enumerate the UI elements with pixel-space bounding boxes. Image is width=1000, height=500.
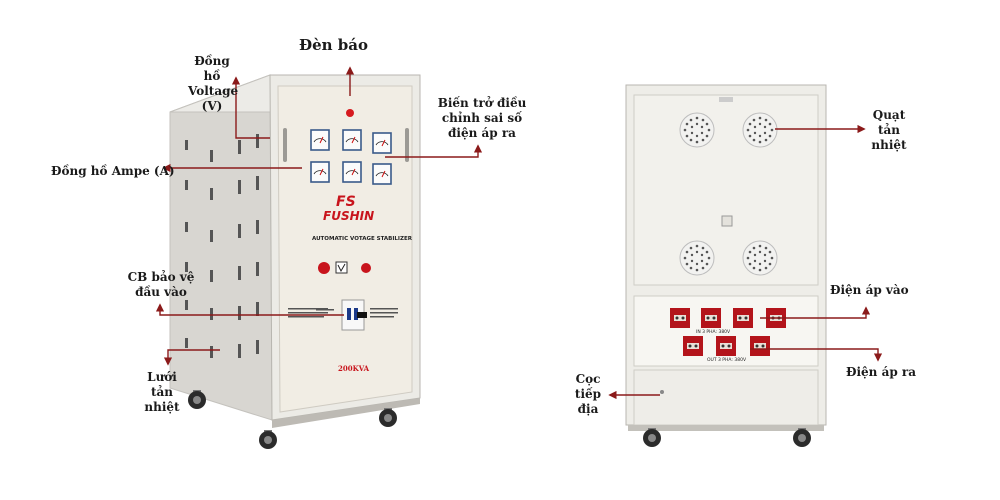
fushin-logo: FS FUSHIN — [323, 194, 374, 223]
warning-light-icon — [346, 109, 354, 117]
callout-cooling-fan: Quạt tản nhiệt — [871, 108, 907, 152]
front-cabinet: FS FUSHIN AUTOMATIC VOTAGE STABILIZER 20… — [169, 74, 421, 449]
callout-arrows — [155, 66, 883, 400]
model-text: AUTOMATIC VOTAGE STABILIZER — [312, 236, 413, 242]
callout-input-voltage: Điện áp vào — [830, 283, 909, 297]
callout-ampere-meter: Đồng hồ Ampe (A) — [51, 164, 175, 178]
rating-label: 200KVA — [338, 364, 370, 373]
side-vent-grille — [185, 134, 259, 358]
ground-terminal-icon — [660, 390, 664, 394]
iso-badge-icon — [335, 261, 348, 274]
callout-ground-terminal: Cọc tiếp địa — [574, 372, 602, 416]
voltage-meter-icon — [310, 129, 392, 154]
callout-adjust-resistor: Biến trở điều chỉnh sai số điện áp ra — [437, 96, 527, 140]
callout-output-voltage: Điện áp ra — [846, 365, 917, 379]
callout-heat-vent: Lưới tản nhiệt — [144, 370, 180, 414]
back-cabinet: IN 3 PHA: 380V OUT 3 PHA: 380V — [625, 84, 827, 447]
input-panel-label: IN 3 PHA: 380V — [696, 329, 731, 335]
brand-name: FUSHIN — [323, 209, 374, 223]
output-panel-label: OUT 3 PHA: 380V — [707, 357, 747, 363]
callout-warning-light: Đèn báo — [299, 36, 368, 54]
quality-seal-icon — [361, 263, 371, 273]
certification-seal-icon — [318, 262, 330, 274]
ampere-meter-icon — [310, 161, 392, 185]
certification-badges — [318, 261, 371, 274]
circuit-breaker-icon — [341, 299, 367, 331]
callout-input-breaker: CB bảo vệ đầu vào — [127, 270, 195, 299]
callout-voltage-meter: Đồng hồ Voltage (V) — [188, 54, 239, 113]
logo-mark: FS — [336, 194, 356, 210]
